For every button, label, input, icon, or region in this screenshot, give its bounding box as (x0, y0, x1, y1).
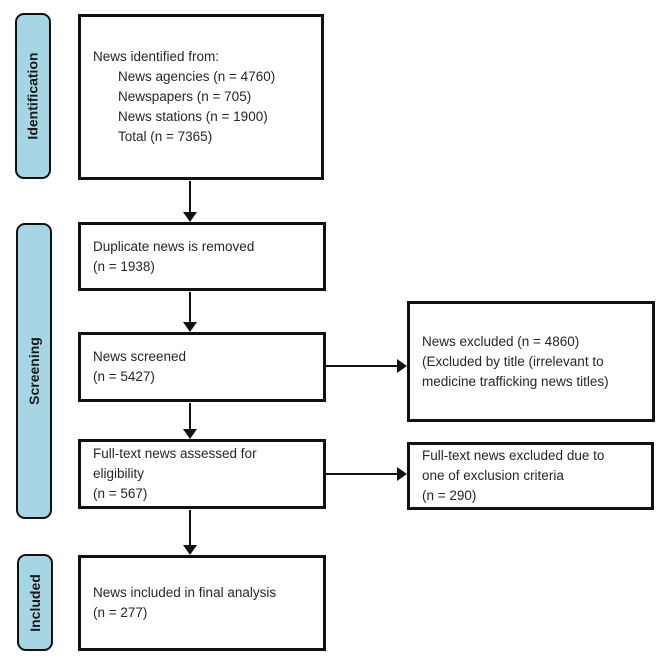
stage-label-screening: Screening (16, 223, 52, 519)
arrow-fulltext-to-included (183, 510, 197, 555)
box-text-line: (n = 5427) (93, 369, 155, 384)
box-text-line: (n = 1938) (93, 258, 155, 274)
box-text-line: Total (n = 7365) (118, 129, 213, 144)
box-news-excluded-by-title: News excluded (n = 4860) (Excluded by ti… (407, 301, 655, 422)
box-text-line: eligibility (93, 466, 145, 481)
box-included-final-analysis: News included in final analysis (n = 277… (78, 555, 326, 651)
box-text-line: Full-text news assessed for (93, 446, 257, 461)
box-text-line: medicine trafficking news titles) (422, 373, 609, 389)
stage-label-identification-text: Identification (25, 52, 41, 140)
arrow-fulltext-to-excluded (326, 467, 407, 481)
box-text-line: one of exclusion criteria (422, 468, 564, 483)
box-text-line: (n = 290) (422, 488, 477, 503)
arrow-identified-to-duplicates (183, 181, 197, 222)
box-text-line: (Excluded by title (irrelevant to (422, 353, 604, 369)
box-text-line: News screened (93, 349, 187, 364)
box-text-line: News excluded (n = 4860) (422, 333, 580, 349)
box-news-screened: News screened (n = 5427) (78, 332, 326, 402)
box-text-line: (n = 567) (93, 486, 148, 501)
box-text-line: News stations (n = 1900) (118, 109, 268, 124)
box-text-line: News included in final analysis (93, 585, 277, 600)
box-fulltext-excluded: Full-text news excluded due to one of ex… (407, 442, 654, 510)
arrow-screened-to-fulltext (183, 403, 197, 439)
box-fulltext-assessed: Full-text news assessed for eligibility … (78, 439, 326, 509)
stage-label-included: Included (17, 554, 53, 651)
box-duplicates-removed: Duplicate news is removed (n = 1938) (78, 222, 326, 291)
stage-label-screening-text: Screening (26, 337, 43, 405)
arrow-screened-to-excluded (326, 359, 407, 373)
box-text-line: News agencies (n = 4760) (118, 69, 276, 84)
box-text-line: Full-text news excluded due to (422, 448, 605, 463)
box-text-line: Duplicate news is removed (93, 238, 255, 254)
box-news-identified: News identified from: News agencies (n =… (78, 14, 324, 180)
box-text-line: News identified from: (93, 49, 220, 64)
arrow-duplicates-to-screened (183, 292, 197, 332)
stage-label-included-text: Included (27, 573, 43, 632)
stage-label-identification: Identification (15, 13, 51, 179)
box-text-line: (n = 277) (93, 605, 148, 620)
box-text-line: Newspapers (n = 705) (118, 89, 252, 104)
